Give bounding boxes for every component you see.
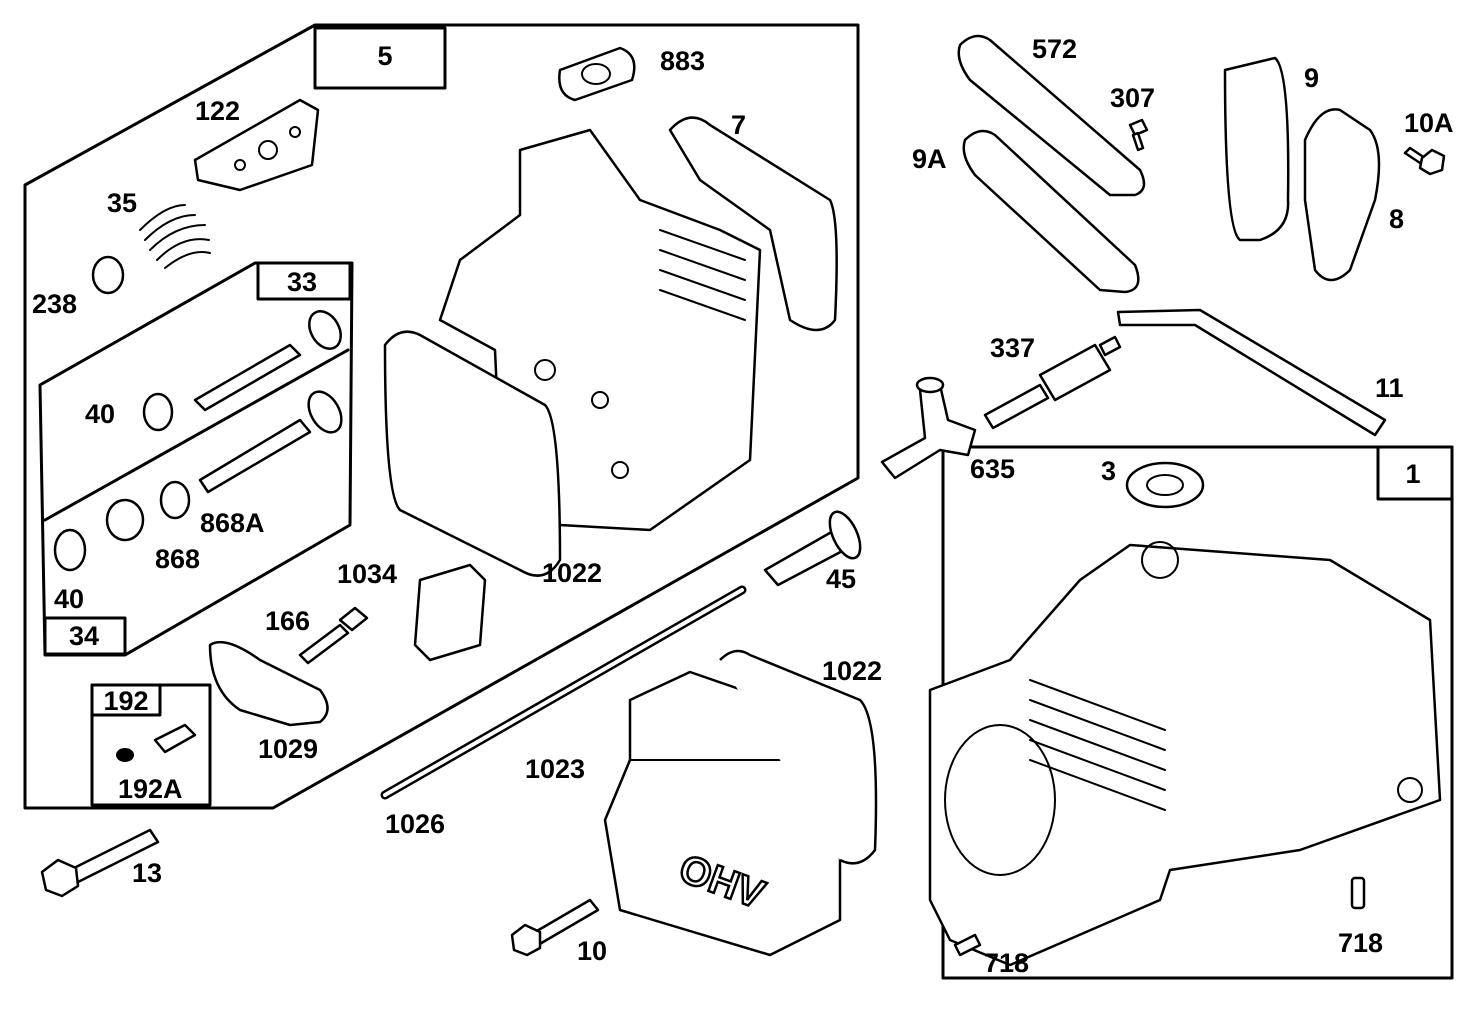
dowel-718a xyxy=(953,933,982,957)
ball-192 xyxy=(153,723,197,754)
tube-11 xyxy=(1116,308,1387,437)
label-10: 10 xyxy=(577,936,607,966)
group-1-box xyxy=(1376,445,1454,501)
group-5-box xyxy=(313,26,447,90)
retainer-238 xyxy=(91,255,125,295)
label-1034: 1034 xyxy=(337,559,397,589)
seal-868 xyxy=(105,498,145,542)
push-rod-1026-inner xyxy=(383,588,744,797)
label-35: 35 xyxy=(107,188,137,218)
label-122: 122 xyxy=(195,96,240,126)
plate-1034 xyxy=(413,563,487,662)
label-1029: 1029 xyxy=(258,734,318,764)
label-1026: 1026 xyxy=(385,809,445,839)
group-192-box xyxy=(90,683,162,717)
group-1-label: 1 xyxy=(1405,459,1420,489)
label-572: 572 xyxy=(1032,34,1077,64)
label-1022-cover: 1022 xyxy=(822,656,882,686)
spark-plug-337 xyxy=(983,335,1122,430)
screw-10A xyxy=(1403,146,1446,176)
label-10A: 10A xyxy=(1404,108,1454,138)
group-5-label: 5 xyxy=(377,41,392,71)
valve-34 xyxy=(198,390,343,494)
label-192A: 192A xyxy=(118,774,183,804)
keeper-40a xyxy=(142,392,174,432)
gasket-9 xyxy=(1223,56,1290,242)
head-gasket-7 xyxy=(668,116,838,332)
label-166: 166 xyxy=(265,606,310,636)
valve-spring-35 xyxy=(139,204,211,269)
label-307: 307 xyxy=(1110,83,1155,113)
label-45: 45 xyxy=(826,564,856,594)
label-718-left: 718 xyxy=(984,948,1029,978)
oil-seal-3 xyxy=(1125,461,1205,509)
label-883: 883 xyxy=(660,46,705,76)
keeper-40b xyxy=(53,528,87,572)
valve-group-outline xyxy=(38,261,354,657)
label-9A: 9A xyxy=(912,144,947,174)
label-8: 8 xyxy=(1389,204,1404,234)
gasket-9A xyxy=(962,129,1140,294)
label-13: 13 xyxy=(132,858,162,888)
cover-gasket-1022 xyxy=(719,649,878,865)
bracket-122 xyxy=(193,98,320,192)
label-868A: 868A xyxy=(200,508,265,538)
pivot-192A xyxy=(116,748,134,762)
label-11: 11 xyxy=(1375,373,1404,403)
stud-166 xyxy=(298,606,369,665)
label-635: 635 xyxy=(970,454,1015,484)
group-33-box xyxy=(256,261,352,301)
group-5-outline xyxy=(23,23,860,810)
label-40-upper: 40 xyxy=(85,399,115,429)
label-40-lower: 40 xyxy=(54,584,84,614)
label-3: 3 xyxy=(1101,456,1116,486)
label-1022-gasket: 1022 xyxy=(542,558,602,588)
group-192-label: 192 xyxy=(103,686,148,716)
bolt-10 xyxy=(510,898,600,957)
valve-33 xyxy=(193,310,342,412)
group-33-label: 33 xyxy=(287,267,317,297)
bolt-13 xyxy=(40,828,160,898)
label-337: 337 xyxy=(990,333,1035,363)
gasket-572 xyxy=(957,34,1146,197)
group-34-box xyxy=(43,616,127,656)
rocker-arm-1029 xyxy=(208,640,329,727)
screw-307 xyxy=(1128,118,1149,152)
label-718-right: 718 xyxy=(1338,928,1383,958)
breather-8 xyxy=(1303,108,1381,282)
label-7: 7 xyxy=(731,110,746,140)
label-1023: 1023 xyxy=(525,754,585,784)
label-868: 868 xyxy=(155,544,200,574)
gasket-883 xyxy=(558,46,636,102)
rocker-gasket-1022 xyxy=(383,330,562,577)
group-34-label: 34 xyxy=(69,621,99,651)
guide-45 xyxy=(763,510,862,587)
label-9: 9 xyxy=(1304,63,1319,93)
valve-group-divider xyxy=(43,348,350,522)
dowel-718b xyxy=(1350,876,1366,910)
fitting-635 xyxy=(880,376,977,480)
label-238: 238 xyxy=(32,289,77,319)
washer-868A xyxy=(159,480,191,520)
